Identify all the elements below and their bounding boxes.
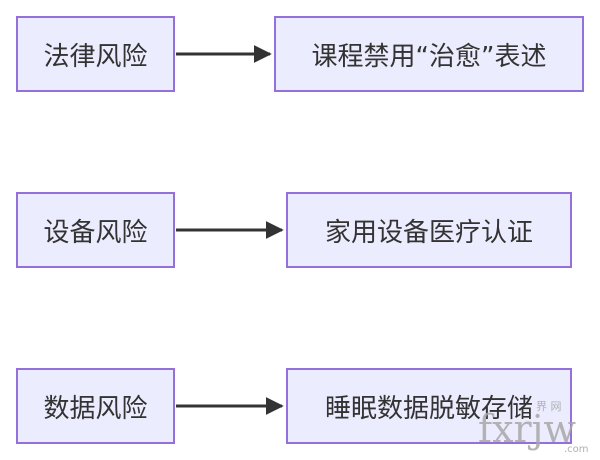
node-device-risk-label: 设备风险 [43,217,148,248]
node-data-measure: 睡眠数据脱敏存储 [286,368,572,444]
node-device-risk: 设备风险 [16,192,175,268]
node-data-risk: 数据风险 [16,368,175,444]
node-device-measure-label: 家用设备医疗认证 [324,217,533,248]
node-device-measure: 家用设备医疗认证 [286,192,572,268]
node-data-risk-label: 数据风险 [43,393,148,424]
node-legal-measure: 课程禁用“治愈”表述 [274,16,584,92]
node-legal-risk-label: 法律风险 [43,41,148,72]
node-legal-measure-label: 课程禁用“治愈”表述 [311,41,547,72]
node-data-measure-label: 睡眠数据脱敏存储 [324,393,533,424]
node-legal-risk: 法律风险 [16,16,175,92]
